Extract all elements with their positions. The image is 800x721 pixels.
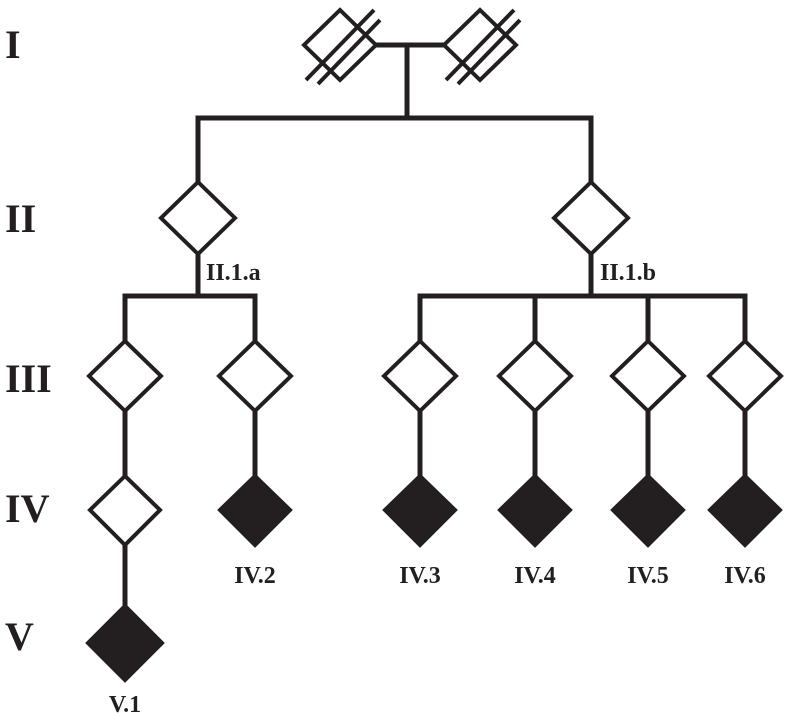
individual-III-5: [609, 338, 687, 414]
individual-III-2: [216, 338, 294, 414]
generation-label-IV: IV: [5, 486, 50, 531]
generation-label-V: V: [5, 614, 34, 659]
individual-label-IV-3: IV.3: [399, 563, 441, 589]
individual-III-3: [381, 338, 459, 414]
individual-IV-2: [217, 473, 293, 548]
individual-IV-5: [610, 473, 686, 548]
individual-I-1: [301, 7, 382, 86]
individual-IV-6: [707, 473, 783, 548]
individual-label-IV-2: IV.2: [234, 563, 276, 589]
individual-label-II-a: II.1.a: [206, 260, 261, 286]
individual-III-6: [706, 338, 784, 414]
individual-label-IV-5: IV.5: [627, 563, 669, 589]
individual-label-IV-6: IV.6: [724, 563, 766, 589]
individual-II-b: [551, 179, 631, 257]
individual-III-1: [86, 338, 164, 414]
connector-lines: [122, 42, 748, 609]
generation-label-II: II: [5, 196, 36, 241]
individual-label-II-b: II.1.b: [600, 260, 656, 286]
generation-label-I: I: [5, 22, 21, 67]
individual-label-V-1: V.1: [109, 692, 141, 718]
generation-label-III: III: [5, 356, 52, 401]
individual-label-IV-4: IV.4: [514, 563, 556, 589]
individual-III-4: [496, 338, 574, 414]
individual-IV-3: [382, 473, 458, 548]
individual-IV-1: [87, 473, 163, 548]
individual-IV-4: [497, 473, 573, 548]
individual-II-a: [158, 179, 238, 257]
individual-I-2: [441, 7, 522, 86]
individual-V-1: [85, 603, 165, 683]
